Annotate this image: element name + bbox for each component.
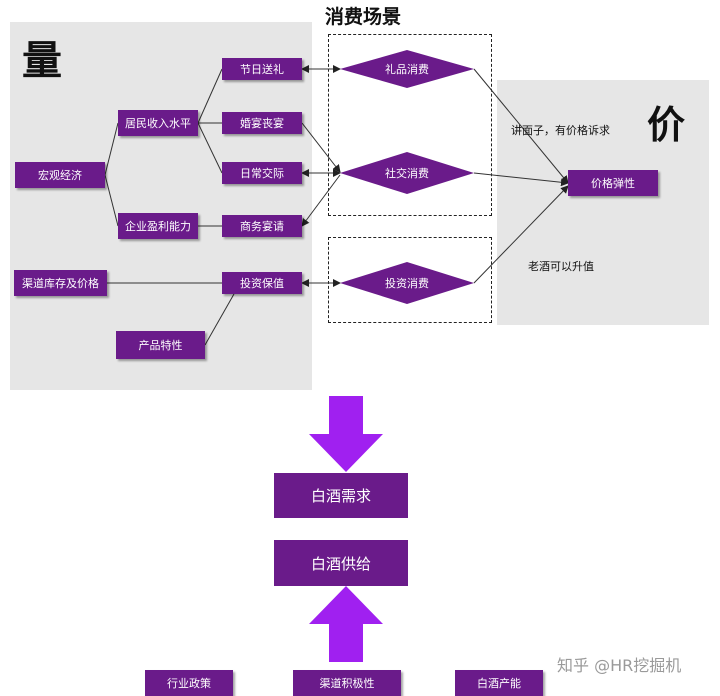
node-resident-income: 居民收入水平	[118, 110, 198, 136]
node-channel-inventory: 渠道库存及价格	[14, 270, 107, 296]
node-investment-collect: 投资保值	[222, 272, 302, 294]
node-enterprise-profit: 企业盈利能力	[118, 213, 198, 239]
liquor-supply-box: 白酒供给	[274, 540, 408, 586]
node-wedding-banquets: 婚宴丧宴	[222, 112, 302, 134]
node-macro-economy: 宏观经济	[15, 162, 105, 188]
volume-panel	[10, 22, 312, 390]
node-liquor-capacity: 白酒产能	[455, 670, 543, 696]
volume-label: 量	[22, 38, 62, 84]
node-business-banquets: 商务宴请	[222, 215, 302, 237]
node-channel-activity: 渠道积极性	[293, 670, 401, 696]
annotation-aged-liquor: 老酒可以升值	[528, 260, 594, 273]
node-price-elasticity: 价格弹性	[568, 170, 658, 196]
price-label: 价	[647, 103, 686, 147]
diamond-gift-label: 礼品消费	[385, 63, 429, 76]
annotation-face-price: 讲面子，有价格诉求	[511, 124, 610, 137]
node-industry-policy: 行业政策	[145, 670, 233, 696]
down-arrow-icon	[309, 396, 383, 472]
up-arrow-icon	[309, 586, 383, 662]
node-holiday-gifts: 节日送礼	[222, 58, 302, 80]
diagram-title: 消费场景	[325, 6, 402, 28]
diamond-social-label: 社交消费	[385, 167, 429, 180]
diamond-social-consumption	[340, 152, 474, 194]
diamond-investment-label: 投资消费	[385, 277, 429, 290]
price-panel	[497, 80, 709, 325]
diamond-gift-consumption	[340, 50, 474, 88]
node-product-features: 产品特性	[116, 331, 205, 359]
diamond-investment-consumption	[340, 262, 474, 304]
liquor-demand-box: 白酒需求	[274, 473, 408, 518]
scenario-group-box	[328, 34, 492, 216]
watermark: 知乎 @HR挖掘机	[557, 656, 682, 675]
node-daily-social: 日常交际	[222, 162, 302, 184]
